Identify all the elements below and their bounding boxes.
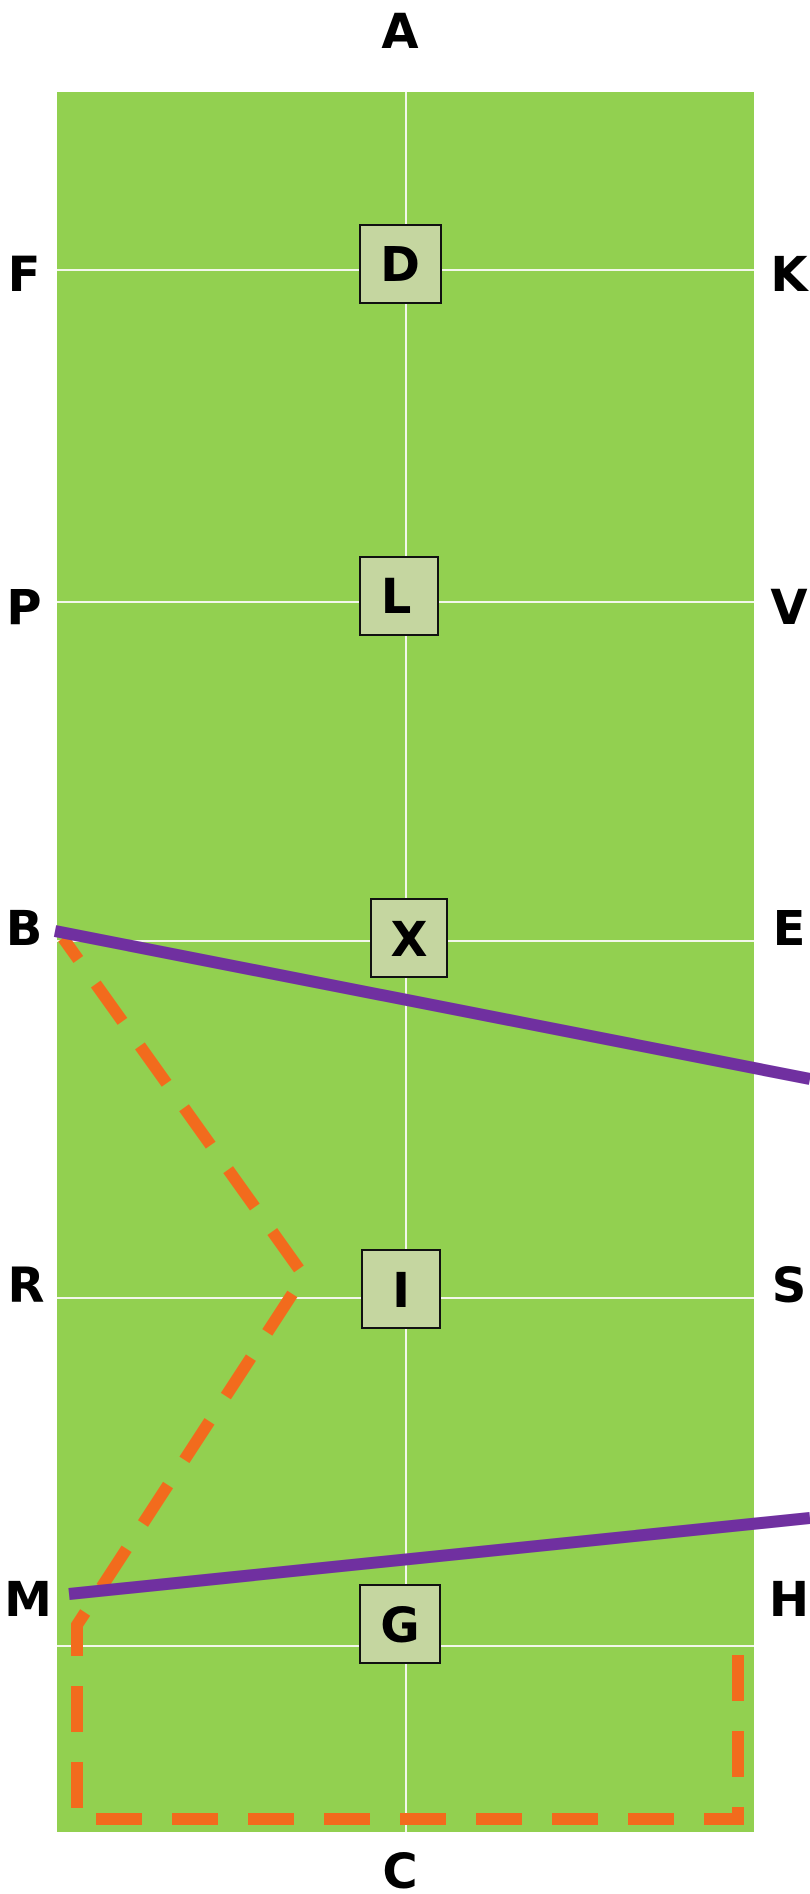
arena-letter-left-1: F bbox=[8, 247, 41, 303]
centre-marker-l: L bbox=[359, 556, 439, 636]
marker-box bbox=[361, 1249, 441, 1329]
purple-line-upper bbox=[53, 925, 810, 1085]
marker-box bbox=[359, 1584, 441, 1664]
centre-marker-x: X bbox=[370, 898, 448, 978]
arena-letter-right-1: K bbox=[770, 247, 809, 303]
centre-marker-d: D bbox=[359, 224, 442, 304]
orange-dashed-route bbox=[58, 934, 744, 1825]
marker-box bbox=[359, 556, 439, 636]
arena-letter-right-4: S bbox=[772, 1258, 807, 1314]
arena-letter-left-4: R bbox=[8, 1258, 45, 1314]
marker-letter: G bbox=[380, 1598, 419, 1654]
marker-letter: D bbox=[380, 237, 420, 293]
centre-marker-g: G bbox=[359, 1584, 441, 1664]
arena-letter-left-2: P bbox=[6, 580, 41, 636]
arena-letter-top: A bbox=[381, 4, 418, 60]
arena-letter-right-5: H bbox=[769, 1572, 809, 1628]
arena-letter-left-5: M bbox=[4, 1572, 52, 1628]
marker-box bbox=[359, 224, 442, 304]
arena-letter-bottom: C bbox=[382, 1844, 417, 1894]
purple-line-lower bbox=[68, 1512, 810, 1600]
arena-letter-right-3: E bbox=[773, 901, 806, 957]
marker-letter: L bbox=[381, 569, 412, 625]
centre-marker-i: I bbox=[361, 1249, 441, 1329]
arena-letter-left-3: B bbox=[6, 901, 43, 957]
marker-letter: X bbox=[390, 912, 427, 968]
arena-letter-right-2: V bbox=[770, 580, 807, 636]
marker-letter: I bbox=[392, 1263, 410, 1319]
marker-box bbox=[370, 898, 448, 978]
